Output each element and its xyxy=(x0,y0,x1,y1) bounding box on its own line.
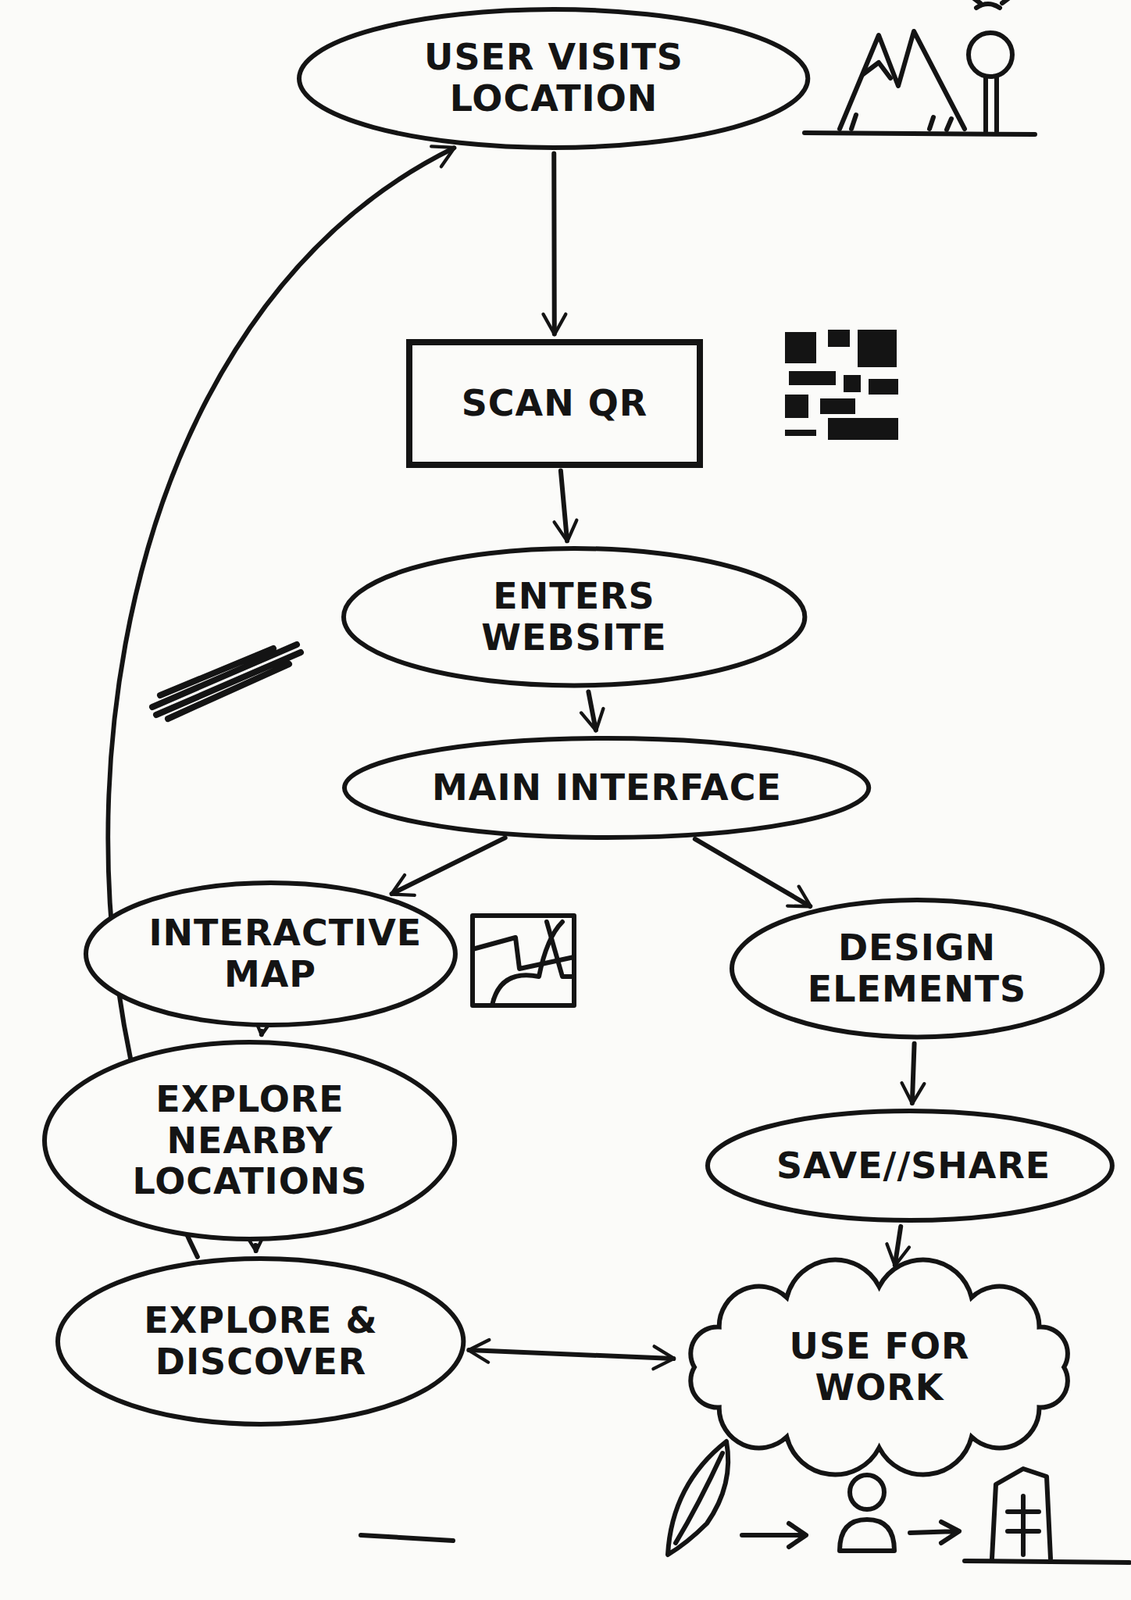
node-label: SAVE//SHARE xyxy=(776,1145,1044,1187)
node-label: MAIN INTERFACE xyxy=(431,767,782,809)
process-ellipse: DESIGN ELEMENTS xyxy=(728,896,1106,1040)
node-label: INTERACTIVE MAP xyxy=(148,912,392,996)
node-label: EXPLORE & DISCOVER xyxy=(126,1299,395,1383)
flow-arrow xyxy=(253,1245,258,1251)
scribble xyxy=(152,644,301,719)
process-ellipse: EXPLORE NEARBY LOCATIONS xyxy=(41,1038,458,1242)
map-icon xyxy=(472,915,575,1006)
node-label: ENTERS WEBSITE xyxy=(421,575,728,659)
process-ellipse: SAVE//SHARE xyxy=(704,1107,1116,1224)
process-box: SCAN QR xyxy=(406,338,703,468)
process-ellipse: ENTERS WEBSITE xyxy=(340,545,808,689)
mountain-icon xyxy=(804,0,1035,135)
qr-icon xyxy=(784,329,899,440)
node-label: USER VISITS LOCATION xyxy=(384,36,724,120)
flow-arrow xyxy=(588,691,596,730)
node-label: EXPLORE NEARBY LOCATIONS xyxy=(114,1078,386,1203)
flow-arrow xyxy=(259,1031,265,1035)
process-ellipse: MAIN INTERFACE xyxy=(341,734,872,841)
flow-arrow xyxy=(695,838,810,907)
stray-mark xyxy=(360,1534,454,1541)
flow-arrow xyxy=(468,1349,674,1359)
node-label: USE FOR WORK xyxy=(748,1325,1011,1409)
flow-arrow xyxy=(551,153,557,334)
outcome-cloud: USE FOR WORK xyxy=(677,1269,1082,1465)
flow-arrow xyxy=(912,1043,915,1103)
flow-arrow xyxy=(895,1226,901,1266)
node-label: SCAN QR xyxy=(461,382,649,425)
flow-arrow xyxy=(560,470,568,541)
start-ellipse: USER VISITS LOCATION xyxy=(296,6,811,151)
flow-arrow xyxy=(392,837,506,894)
process-ellipse: EXPLORE & DISCOVER xyxy=(54,1255,467,1428)
process-ellipse: INTERACTIVE MAP xyxy=(82,879,459,1028)
node-label: DESIGN ELEMENTS xyxy=(795,927,1039,1010)
